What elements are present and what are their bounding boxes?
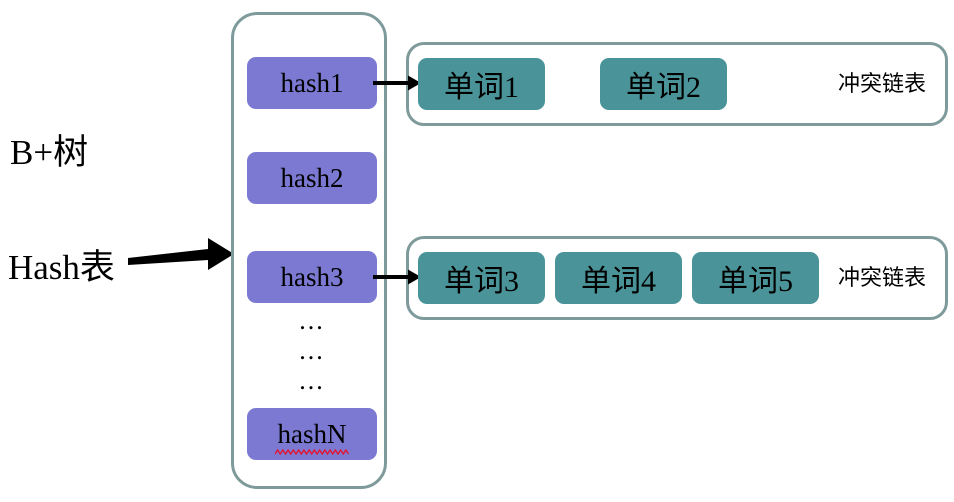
- hash-slot-hash2[interactable]: hash2: [247, 152, 377, 204]
- word-box[interactable]: 单词3: [418, 252, 545, 304]
- ellipsis-row: ...: [299, 306, 325, 335]
- word-box-label: 单词1: [444, 71, 519, 104]
- collision-chain-label: 冲突链表: [838, 265, 927, 290]
- word-box[interactable]: 单词4: [555, 252, 682, 304]
- hash-slot-hash3[interactable]: hash3: [247, 251, 377, 303]
- hashtable-label: Hash表: [8, 248, 115, 287]
- btree-label: B+树: [10, 133, 89, 172]
- ellipsis-row: ...: [299, 336, 325, 365]
- word-box-label: 单词3: [444, 265, 519, 298]
- hash-slot-label: hashN: [277, 418, 347, 449]
- red-squiggly-underline-icon: [274, 448, 349, 455]
- word-box-label: 单词2: [626, 71, 701, 104]
- thin-right-arrow-icon: [373, 75, 421, 91]
- thin-right-arrow-icon: [373, 269, 421, 285]
- word-box[interactable]: 单词1: [418, 58, 545, 110]
- hash-slot-label: hash2: [280, 162, 344, 193]
- collision-chain-label: 冲突链表: [838, 71, 927, 96]
- word-box-label: 单词4: [581, 265, 656, 298]
- word-box[interactable]: 单词5: [692, 252, 819, 304]
- hash-slot-label: hash1: [280, 67, 344, 98]
- hash-slot-label: hash3: [280, 261, 344, 292]
- hash-slot-hashn[interactable]: hashN: [247, 408, 377, 460]
- ellipsis-row: ...: [299, 366, 325, 395]
- hash-slot-hash1[interactable]: hash1: [247, 57, 377, 109]
- word-box[interactable]: 单词2: [600, 58, 727, 110]
- word-box-label: 单词5: [718, 265, 793, 298]
- thick-right-arrow-icon: [128, 238, 234, 270]
